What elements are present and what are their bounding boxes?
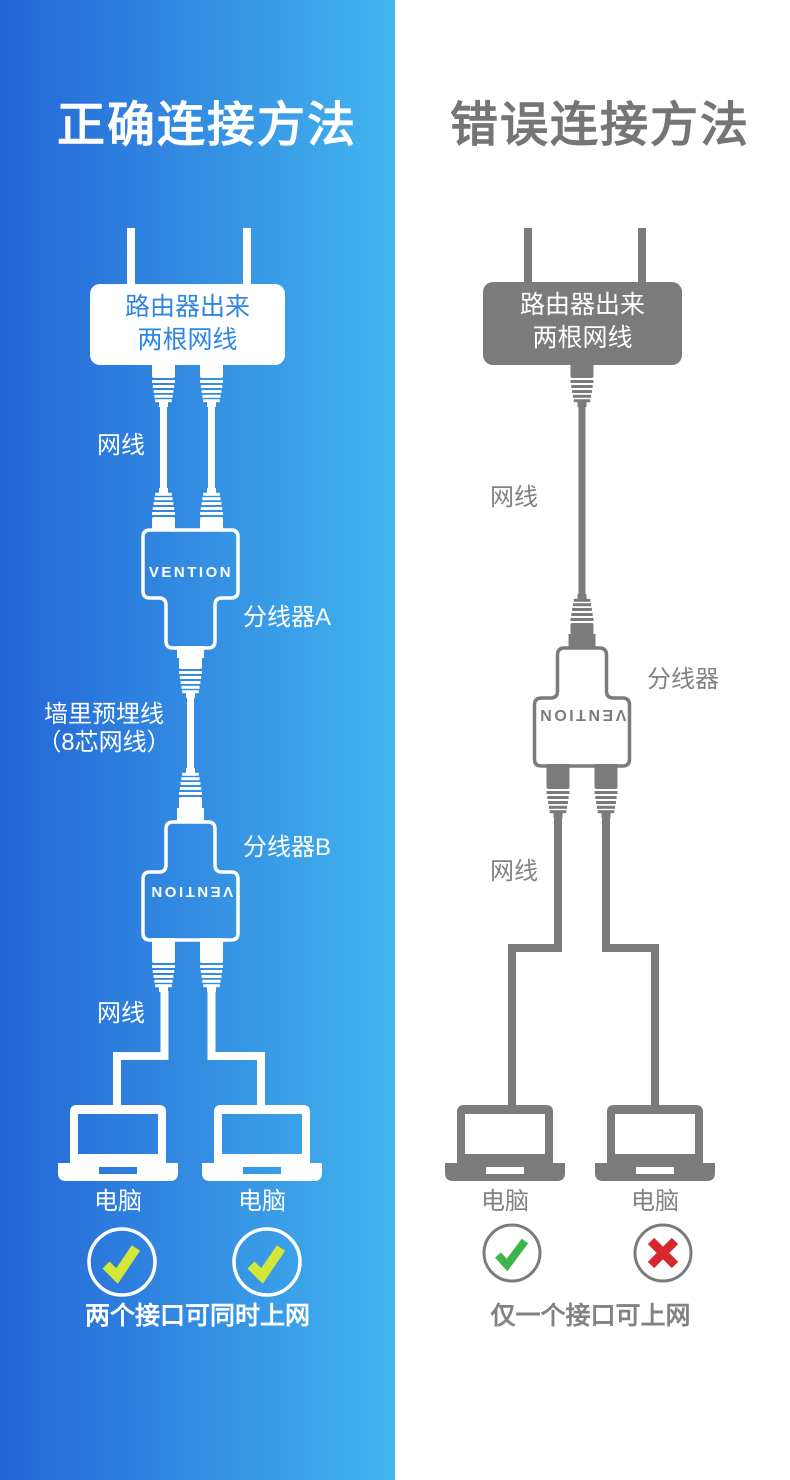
right-diagram [445,228,715,1283]
splitter-b-port [177,808,204,822]
laptop-icon [58,1105,178,1181]
computer-label: 电脑 [94,1188,142,1215]
rj45-plug [200,488,223,531]
left-cable-label-bottom: 网线 [97,1000,145,1027]
computer-cable [113,991,169,1110]
rj45-plug [179,655,202,698]
rj45-plug [152,488,175,531]
check-icon [232,1227,302,1297]
rj45-plug [570,364,594,407]
left-caption: 两个接口可同时上网 [84,1302,310,1330]
router-cable-right [638,228,646,283]
rj45-plug [152,949,175,992]
splitter-label: 分线器 [647,666,719,693]
rj45-plug [570,594,594,637]
wall-cable-label: 墙里预埋线 （8芯网线） [29,701,179,757]
router-cable-left [524,228,532,283]
right-router-box: 路由器出来 两根网线 [483,282,682,365]
left-router-box-line2: 两根网线 [137,326,238,354]
splitter-port [594,764,618,776]
right-router-box-line2: 两根网线 [532,324,633,352]
computer-cable [508,817,562,1110]
computer-label: 电脑 [631,1188,679,1215]
left-diagram [58,228,322,1297]
right-router-box-line1: 路由器出来 [519,291,645,319]
patch-cable [578,404,586,596]
check-icon [87,1227,157,1297]
check-icon [482,1223,542,1283]
cross-icon [633,1223,693,1283]
vention-logo-flipped: VENTION [148,883,234,900]
left-title: 正确连接方法 [57,99,358,152]
router-cable-left [127,228,135,285]
rj45-plug [546,775,570,818]
laptop-icon [202,1105,322,1181]
vention-logo-flipped: VENTION [537,706,627,723]
wall-cable-label-line2: （8芯网线） [37,729,171,756]
wall-cable [187,697,194,770]
right-caption: 仅一个接口可上网 [490,1302,691,1330]
splitter-a-body [141,528,240,650]
patch-cable [208,404,215,492]
splitter-b-label: 分线器B [243,834,332,861]
left-router-box: 路由器出来 两根网线 [90,284,285,365]
right-cable-label-top: 网线 [490,484,538,511]
right-title: 错误连接方法 [450,99,751,152]
rj45-plug [152,364,175,407]
computer-cable [602,817,659,1110]
splitter-b-port [200,938,223,950]
rj45-plug [200,949,223,992]
right-cable-label-bottom: 网线 [490,858,538,885]
splitter-b-body [141,820,240,942]
splitter-port [568,634,596,648]
patch-cable [160,404,167,492]
rj45-plug [594,775,618,818]
computer-label: 电脑 [238,1188,286,1215]
router-cable-right [243,228,251,285]
correct-panel-background [0,0,395,1480]
splitter-b-port [152,938,175,950]
splitter-port [546,764,570,776]
left-router-box-line1: 路由器出来 [124,293,250,321]
splitter-a-label: 分线器A [243,604,332,631]
vention-logo: VENTION [148,564,234,581]
laptop-icon [595,1105,715,1181]
computer-label: 电脑 [481,1188,529,1215]
left-cable-label-top: 网线 [97,432,145,459]
wall-cable-label-line1: 墙里预埋线 [44,701,164,728]
laptop-icon [445,1105,565,1181]
rj45-plug [179,768,202,811]
computer-cable [207,991,265,1110]
rj45-plug [200,364,223,407]
